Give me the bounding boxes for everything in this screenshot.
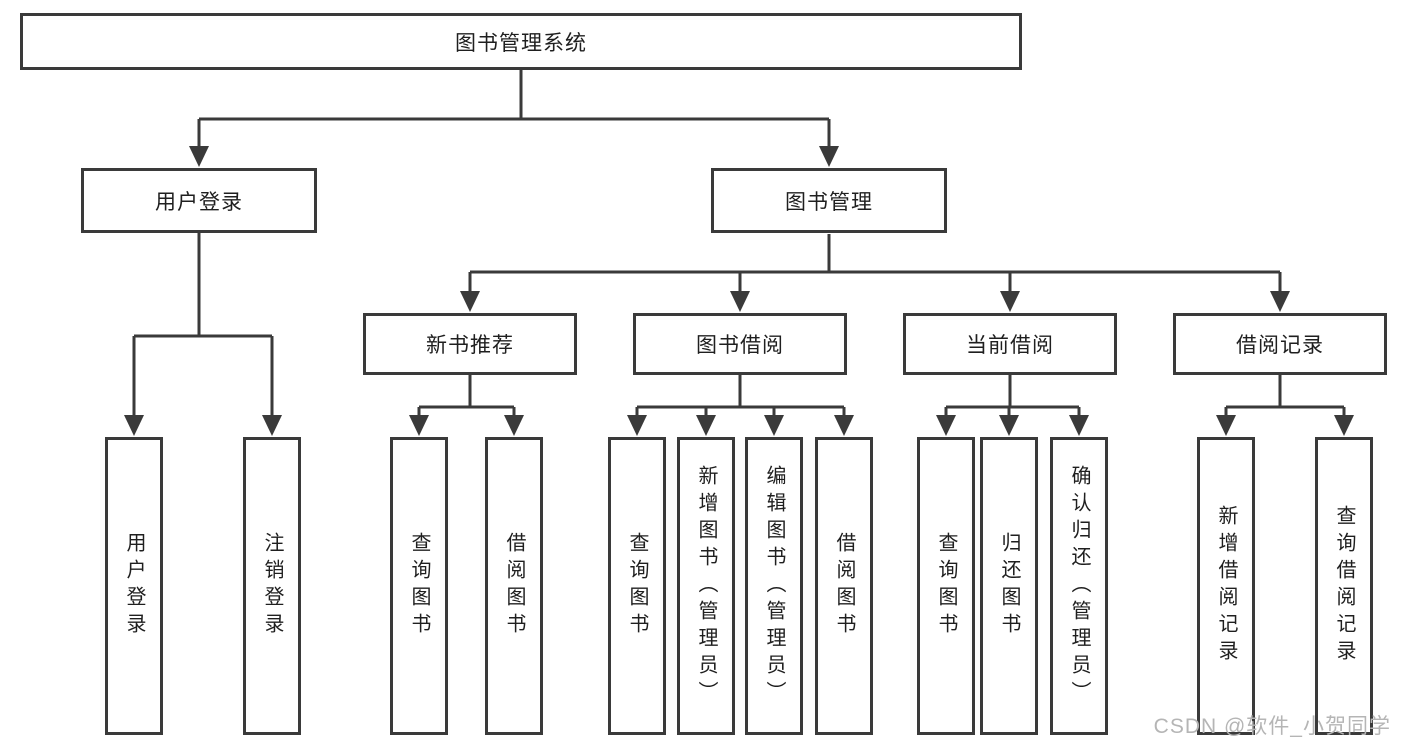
- node-book-management: 图书管理: [711, 168, 947, 233]
- node-leaf-edit-books-admin: 编辑图书（管理员）: [745, 437, 803, 735]
- node-leaf-query-books-recommend: 查询图书: [390, 437, 448, 735]
- node-leaf-return-books: 归还图书: [980, 437, 1038, 735]
- node-user-login-label: 用户登录: [155, 190, 243, 214]
- node-leaf-user-login: 用户登录: [105, 437, 163, 735]
- node-leaf-query-books-borrow-label: 查询图书: [626, 532, 648, 640]
- node-leaf-edit-books-admin-label: 编辑图书（管理员）: [763, 464, 785, 708]
- node-new-book-recommend: 新书推荐: [363, 313, 577, 375]
- node-root-label: 图书管理系统: [455, 31, 587, 55]
- node-root: 图书管理系统: [20, 13, 1022, 70]
- node-new-book-recommend-label: 新书推荐: [426, 334, 514, 357]
- node-leaf-add-borrow-record: 新增借阅记录: [1197, 437, 1255, 735]
- node-borrowing-records-label: 借阅记录: [1236, 334, 1324, 357]
- node-book-management-label: 图书管理: [785, 190, 873, 214]
- node-leaf-query-borrow-record-label: 查询借阅记录: [1333, 505, 1355, 667]
- node-leaf-add-borrow-record-label: 新增借阅记录: [1215, 505, 1237, 667]
- node-leaf-return-books-label: 归还图书: [998, 532, 1020, 640]
- node-leaf-borrow-books-recommend: 借阅图书: [485, 437, 543, 735]
- node-book-borrowing: 图书借阅: [633, 313, 847, 375]
- node-current-borrowing: 当前借阅: [903, 313, 1117, 375]
- node-leaf-borrow-books-label: 借阅图书: [833, 532, 855, 640]
- node-leaf-borrow-books-recommend-label: 借阅图书: [503, 532, 525, 640]
- node-user-login: 用户登录: [81, 168, 317, 233]
- node-current-borrowing-label: 当前借阅: [966, 334, 1054, 357]
- node-leaf-query-books-current: 查询图书: [917, 437, 975, 735]
- node-leaf-confirm-return-admin: 确认归还（管理员）: [1050, 437, 1108, 735]
- node-leaf-query-books-borrow: 查询图书: [608, 437, 666, 735]
- node-leaf-logout: 注销登录: [243, 437, 301, 735]
- node-leaf-add-books-admin-label: 新增图书（管理员）: [695, 464, 717, 708]
- csdn-watermark: CSDN @软件_小贺同学: [1153, 715, 1391, 738]
- node-leaf-borrow-books: 借阅图书: [815, 437, 873, 735]
- node-leaf-logout-label: 注销登录: [261, 532, 283, 640]
- node-leaf-confirm-return-admin-label: 确认归还（管理员）: [1068, 464, 1090, 708]
- node-leaf-query-borrow-record: 查询借阅记录: [1315, 437, 1373, 735]
- node-leaf-query-books-recommend-label: 查询图书: [408, 532, 430, 640]
- node-leaf-user-login-label: 用户登录: [123, 532, 145, 640]
- node-book-borrowing-label: 图书借阅: [696, 334, 784, 357]
- node-leaf-query-books-current-label: 查询图书: [935, 532, 957, 640]
- node-leaf-add-books-admin: 新增图书（管理员）: [677, 437, 735, 735]
- node-borrowing-records: 借阅记录: [1173, 313, 1387, 375]
